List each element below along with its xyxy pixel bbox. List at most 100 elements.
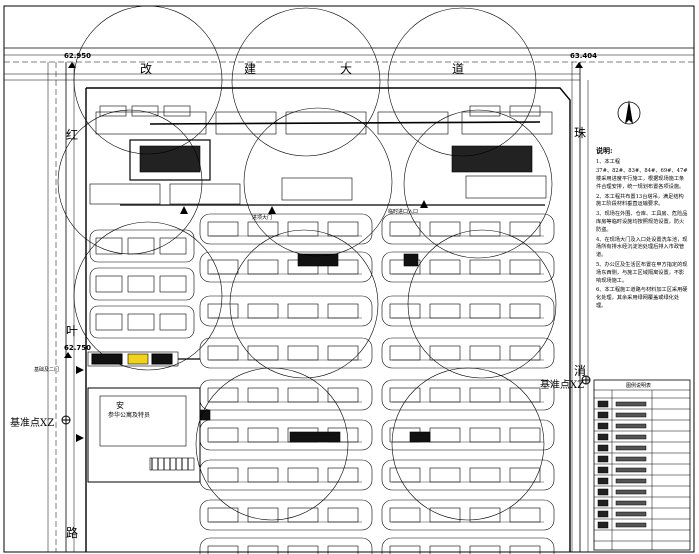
building-footprint — [327, 545, 359, 554]
building-footprint — [327, 221, 359, 237]
building-footprint — [247, 387, 279, 403]
building-footprint — [429, 345, 461, 361]
legend-swatch — [597, 444, 609, 452]
legend-text-block — [615, 456, 647, 462]
building-footprint — [469, 221, 501, 237]
building-footprint — [247, 427, 279, 443]
legend-swatch — [597, 455, 609, 463]
building-footprint — [429, 221, 461, 237]
building-footprint — [287, 507, 319, 523]
top-building-row — [95, 105, 553, 135]
east-road-char-1: 珠 — [574, 126, 587, 140]
building-footprint — [429, 427, 461, 443]
legend-text-block — [615, 467, 647, 473]
building-footprint — [159, 237, 187, 255]
building-footprint — [509, 387, 541, 403]
building-footprint — [287, 303, 319, 319]
building-footprint — [127, 237, 155, 255]
note-item: 2、本工程共布置13台塔吊，满足结构施工阶段材料垂直运输要求。 — [596, 193, 684, 208]
office-mark: 安 — [116, 401, 124, 410]
north-road — [4, 47, 694, 81]
building-footprint — [509, 427, 541, 443]
building-footprint — [509, 259, 541, 275]
block-outline — [381, 251, 555, 283]
crane-coverage-ring — [73, 221, 223, 371]
building-footprint — [469, 427, 501, 443]
notes-title: 说明: — [596, 146, 613, 155]
building-footprint — [287, 221, 319, 237]
gate-label-north: 进项大门 — [252, 215, 273, 221]
building-footprint — [247, 303, 279, 319]
block-outline — [199, 379, 373, 411]
legend-swatch — [597, 433, 609, 441]
building-footprint — [469, 545, 501, 554]
drawing-frame — [3, 5, 695, 553]
datum-label-west: 基准点XZ — [10, 418, 55, 429]
legend-text-block — [615, 401, 647, 407]
building-footprint — [429, 507, 461, 523]
east-road — [571, 62, 589, 552]
note-item: 37#、82#、83#、84#、69#、47#楼采用进度平行施工，根据现场施工条… — [596, 168, 688, 190]
crane-coverage-ring — [243, 107, 393, 257]
building-footprint — [247, 345, 279, 361]
legend-text-block — [615, 412, 647, 418]
residential-blocks — [89, 213, 555, 554]
building-footprint — [207, 345, 239, 361]
note-item: 6、本工程施工道路与材料加工区采用硬化处理，其余采用绿网覆盖或绿化处理。 — [596, 287, 688, 310]
note-item: 4、在现场大门及入口处设置洗车池，现场所有排水经沉淀池处理后排入市政管道。 — [596, 236, 688, 259]
east-road-char-2: 消 — [574, 364, 587, 378]
block-outline — [381, 419, 555, 451]
building-footprint — [327, 387, 359, 403]
building-footprint — [469, 259, 501, 275]
block-outline — [199, 213, 373, 245]
building-footprint — [327, 467, 359, 483]
office-label: 参华公寓及特员 — [108, 412, 151, 419]
building-footprint — [469, 467, 501, 483]
legend-text-block — [615, 522, 647, 528]
elevation-ne: 63.404 — [570, 52, 598, 60]
legend-swatch — [597, 521, 609, 529]
crane-coverage-ring — [407, 229, 557, 379]
building-footprint — [429, 387, 461, 403]
west-road-char-1: 红 — [66, 128, 79, 142]
datum-point-icon — [61, 375, 591, 425]
building-footprint — [429, 259, 461, 275]
building-footprint — [389, 345, 421, 361]
north-arrow-icon — [617, 100, 641, 125]
legend-swatch — [597, 411, 609, 419]
legend-swatch — [597, 466, 609, 474]
building-footprint — [327, 507, 359, 523]
legend-swatch — [597, 488, 609, 496]
building-footprint — [509, 345, 541, 361]
legend-table — [593, 379, 691, 551]
building-footprint — [389, 467, 421, 483]
site-boundary — [85, 87, 571, 552]
building-footprint — [207, 427, 239, 443]
building-footprint — [389, 303, 421, 319]
building-footprint — [95, 237, 123, 255]
crane-coverage-ring — [57, 109, 203, 255]
legend-text-block — [615, 434, 647, 440]
gate-label-west: 基础及二门 — [34, 367, 60, 373]
building-footprint — [95, 275, 123, 293]
construction-notes: 说明: 1、本工程 37#、82#、83#、84#、69#、47#楼采用进度平行… — [596, 146, 688, 313]
dark-building — [297, 253, 339, 267]
building-footprint — [247, 221, 279, 237]
block-outline — [381, 295, 555, 327]
building-footprint — [509, 467, 541, 483]
building-footprint — [287, 467, 319, 483]
crane-coverage-ring — [231, 7, 381, 157]
block-outline — [199, 459, 373, 491]
tower-crane-coverage — [57, 5, 557, 521]
building-footprint — [287, 545, 319, 554]
crane-coverage-ring — [73, 5, 223, 155]
crane-coverage-ring — [195, 367, 349, 521]
block-outline — [381, 337, 555, 369]
office-area — [87, 351, 201, 483]
building-footprint — [469, 387, 501, 403]
building-footprint — [509, 221, 541, 237]
building-footprint — [429, 303, 461, 319]
west-road-char-2: 叶 — [66, 324, 79, 338]
block-outline — [381, 379, 555, 411]
west-road-char-3: 路 — [66, 526, 79, 540]
